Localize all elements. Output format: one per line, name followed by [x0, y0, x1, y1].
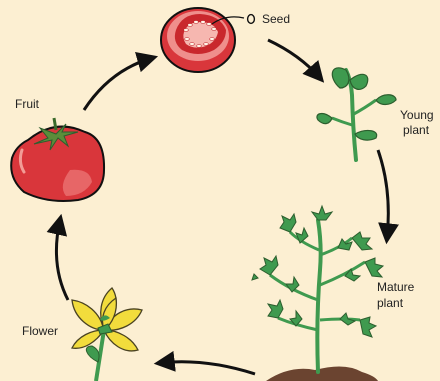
mature-plant-label-line2: plant: [377, 296, 403, 310]
arrow-seed-to-young: [268, 40, 320, 78]
arrow-mature-to-flower: [160, 362, 255, 374]
fruit-label: Fruit: [15, 97, 39, 111]
flower-label: Flower: [22, 324, 58, 338]
arrow-flower-to-fruit: [56, 220, 68, 300]
young-plant-label-line1: Young: [400, 108, 434, 122]
tomato-fruit-image: [11, 118, 104, 201]
arrow-young-to-mature: [378, 150, 388, 238]
cut-tomato-seed-image: [161, 8, 254, 72]
young-plant-label-line2: plant: [403, 123, 429, 137]
arrow-fruit-to-seed: [84, 58, 152, 110]
seed-label: Seed: [262, 12, 290, 26]
seed-icon: [248, 15, 255, 24]
flower-image: [72, 288, 142, 381]
young-plant-image: [317, 68, 396, 160]
mature-plant-label-line1: Mature: [377, 280, 414, 294]
mature-plant-image: [252, 206, 383, 381]
